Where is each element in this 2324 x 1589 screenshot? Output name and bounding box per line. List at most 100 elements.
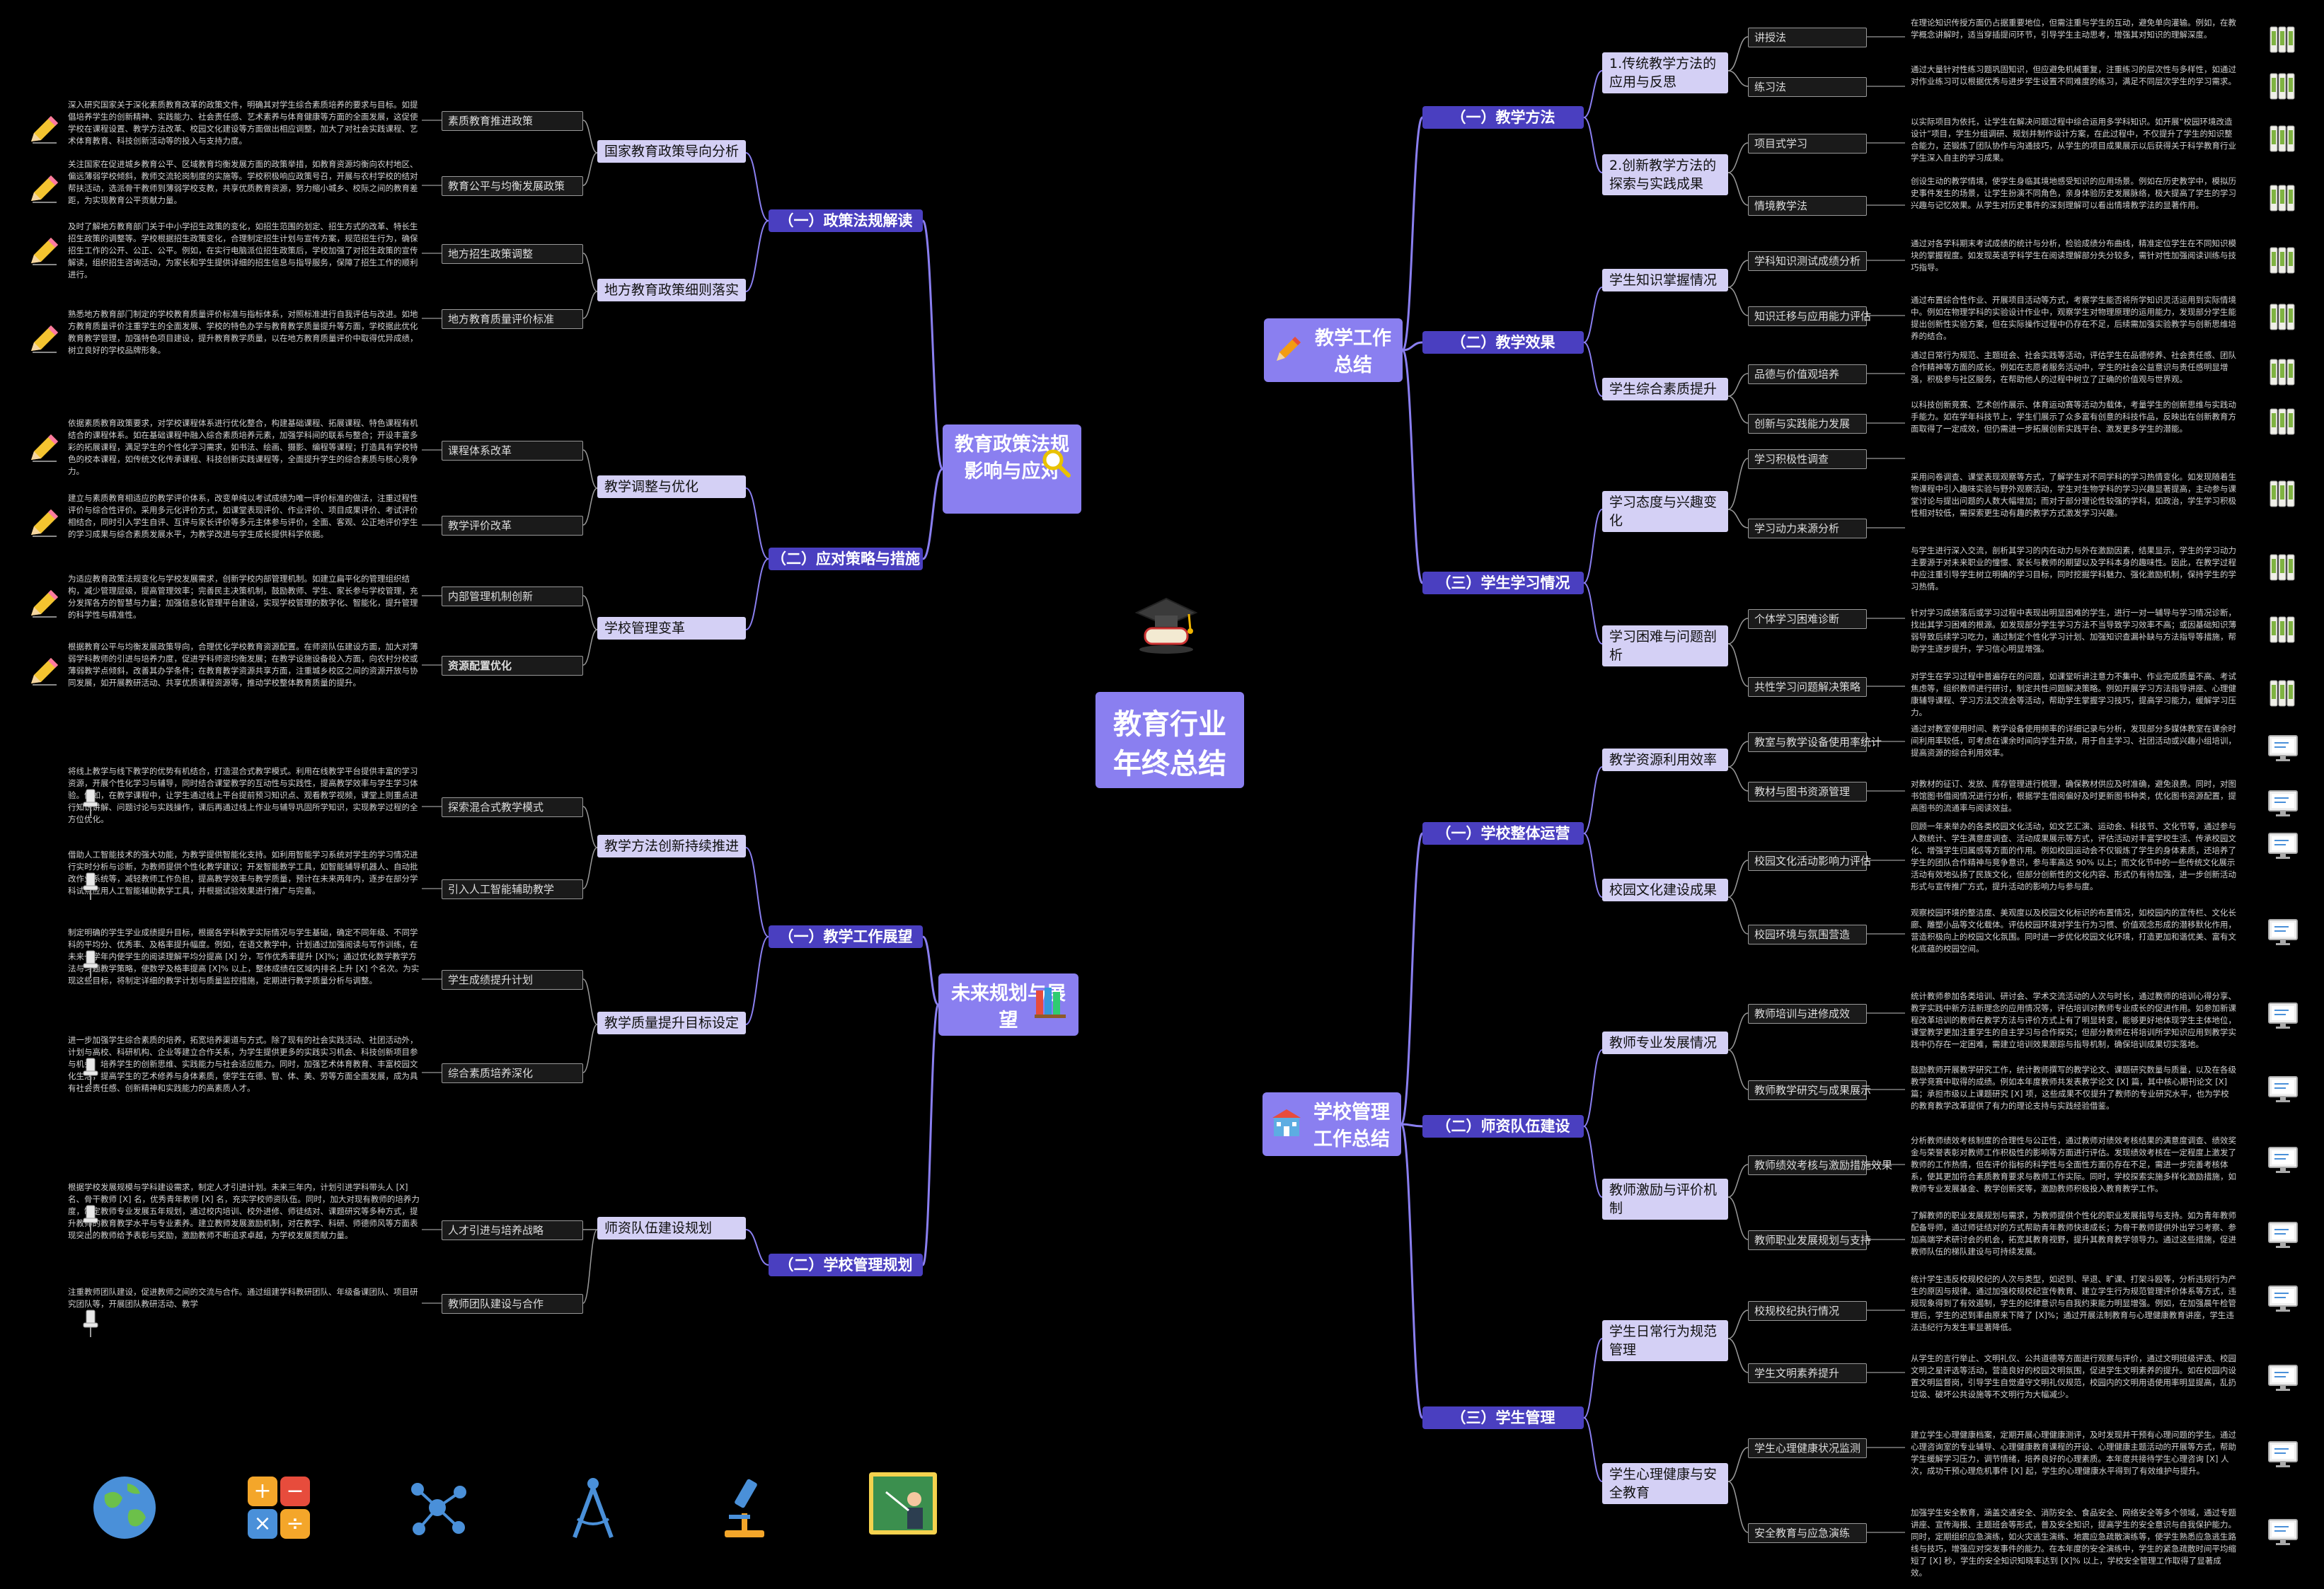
leaf-node[interactable]: 探索混合式教学模式 (442, 797, 583, 817)
group-node[interactable]: 1.传统教学方法的应用与反思 (1602, 52, 1728, 93)
molecule-icon (403, 1474, 471, 1544)
group-node[interactable]: 国家教育政策导向分析 (597, 140, 746, 163)
leaf-node[interactable]: 校园文化活动影响力评估 (1748, 851, 1871, 871)
group-node[interactable]: 教师激励与评价机制 (1602, 1179, 1728, 1220)
group-node[interactable]: 教学方法创新持续推进 (597, 835, 746, 857)
center-node[interactable]: 教育行业年终总结 (1095, 692, 1244, 788)
binder-icon (2267, 406, 2299, 440)
group-node[interactable]: 教学质量提升目标设定 (597, 1012, 746, 1034)
group-node[interactable]: 校园文化建设成果 (1602, 879, 1728, 901)
connector (582, 152, 598, 186)
leaf-node[interactable]: 学生成绩提升计划 (442, 970, 583, 990)
section-node[interactable]: （二）应对策略与措施 (769, 548, 923, 570)
connector (582, 595, 598, 630)
leaf-note: 鼓励教师开展教学研究工作，统计教师撰写的教学论文、课题研究数量与质量，以及在各级… (1911, 1065, 2236, 1111)
connector (582, 120, 598, 154)
group-node[interactable]: 教学资源利用效率 (1602, 749, 1728, 771)
leaf-node[interactable]: 情境教学法 (1748, 196, 1867, 216)
leaf-node[interactable]: 讲授法 (1748, 28, 1867, 47)
leaf-node[interactable]: 校园环境与氛围营造 (1748, 925, 1867, 944)
section-node[interactable]: （二）师资队伍建设 (1422, 1115, 1584, 1138)
leaf-node[interactable]: 学生文明素养提升 (1748, 1363, 1867, 1383)
computer-monitor-icon (2267, 790, 2299, 821)
computer-monitor-icon (2267, 832, 2299, 863)
leaf-node[interactable]: 教材与图书资源管理 (1748, 782, 1867, 802)
leaf-node[interactable]: 学生心理健康状况监测 (1748, 1438, 1867, 1458)
section-node[interactable]: （一）教学工作展望 (769, 925, 923, 948)
group-node[interactable]: 学习困难与问题剖析 (1602, 625, 1728, 666)
pushpin-icon (81, 948, 100, 982)
group-node[interactable]: 学习态度与兴趣变化 (1602, 491, 1728, 532)
leaf-node[interactable]: 品德与价值观培养 (1748, 364, 1867, 384)
section-node[interactable]: （三）学生学习情况 (1422, 572, 1584, 594)
group-node[interactable]: 学生心理健康与安全教育 (1602, 1463, 1728, 1504)
leaf-node[interactable]: 引入人工智能辅助教学 (442, 879, 583, 899)
binder-icon (2267, 478, 2299, 512)
leaf-node[interactable]: 地方教育质量评价标准 (442, 309, 583, 329)
school-building-icon (1270, 1106, 1304, 1143)
section-node[interactable]: （三）学生管理 (1422, 1406, 1584, 1429)
leaf-node[interactable]: 校规校纪执行情况 (1748, 1301, 1867, 1321)
leaf-note: 在理论知识传授方面仍占据重要地位，但需注重与学生的互动，避免单向灌输。例如，在教… (1911, 18, 2236, 40)
section-node[interactable]: （二）教学效果 (1422, 331, 1584, 354)
leaf-node[interactable]: 人才引进与培养战略 (442, 1220, 583, 1240)
connector (1727, 70, 1749, 87)
connector (1727, 1049, 1749, 1090)
leaf-node[interactable]: 教师团队建设与合作 (442, 1294, 583, 1314)
leaf-node[interactable]: 教师职业发展规划与支持 (1748, 1230, 1871, 1250)
leaf-note: 统计学生违反校规校纪的人次与类型，如迟到、早退、旷课、打架斗殴等，分析违规行为产… (1911, 1274, 2236, 1332)
leaf-node[interactable]: 练习法 (1748, 77, 1867, 97)
connector (1583, 766, 1603, 834)
leaf-node[interactable]: 教师绩效考核与激励措施效果 (1748, 1155, 1892, 1175)
leaf-note: 将线上教学与线下教学的优势有机结合，打造混合式教学模式。利用在线教学平台提供丰富… (68, 766, 418, 824)
leaf-node[interactable]: 安全教育与应急演练 (1748, 1523, 1867, 1543)
group-node[interactable]: 教师专业发展情况 (1602, 1032, 1728, 1054)
leaf-node[interactable]: 教室与教学设备使用率统计 (1748, 732, 1882, 752)
connector (745, 847, 769, 937)
group-node[interactable]: 地方教育政策细则落实 (597, 279, 746, 301)
leaf-node[interactable]: 素质教育推进政策 (442, 111, 583, 131)
leaf-node[interactable]: 共性学习问题解决策略 (1748, 677, 1867, 697)
leaf-node[interactable]: 项目式学习 (1748, 134, 1867, 154)
leaf-note: 借助人工智能技术的强大功能，为教学提供智能化支持。如利用智能学习系统对学生的学习… (68, 850, 418, 896)
leaf-node[interactable]: 综合素质培养深化 (442, 1063, 583, 1083)
globe-icon (91, 1474, 159, 1544)
leaf-node[interactable]: 教育公平与均衡发展政策 (442, 176, 583, 196)
main-node-policy[interactable]: 教育政策法规影响与应对 (943, 424, 1081, 514)
leaf-node[interactable]: 课程体系改革 (442, 441, 583, 461)
group-node[interactable]: 学校管理变革 (597, 617, 746, 640)
leaf-note: 加强学生安全教育，涵盖交通安全、消防安全、食品安全、网络安全等多个领域，通过专题… (1911, 1508, 2236, 1578)
leaf-node[interactable]: 学习动力来源分析 (1748, 519, 1867, 538)
microscope-icon (711, 1474, 778, 1544)
pencil-icon (28, 507, 62, 541)
group-node[interactable]: 学生综合素质提升 (1602, 378, 1728, 400)
leaf-node[interactable]: 学科知识测试成绩分析 (1748, 251, 1867, 271)
group-node[interactable]: 师资队伍建设规划 (597, 1217, 746, 1240)
group-node[interactable]: 学生知识掌握情况 (1602, 269, 1728, 291)
group-node[interactable]: 2.创新教学方法的探索与实践成果 (1602, 154, 1728, 195)
leaf-node[interactable]: 内部管理机制创新 (442, 587, 583, 606)
leaf-node[interactable]: 教学评价改革 (442, 516, 583, 536)
leaf-note: 依据素质教育政策要求，对学校课程体系进行优化整合，构建基础课程、拓展课程、特色课… (68, 418, 418, 476)
center-title: 教育行业年终总结 (1113, 708, 1226, 780)
section-node[interactable]: （一）教学方法 (1422, 106, 1584, 129)
group-node[interactable]: 学生日常行为规范管理 (1602, 1320, 1728, 1361)
leaf-note: 根据学校发展规模与学科建设需求，制定人才引进计划。未来三年内，计划引进学科带头人… (68, 1182, 420, 1240)
leaf-node[interactable]: 教师教学研究与成果展示 (1748, 1080, 1871, 1100)
leaf-node[interactable]: 地方招生政策调整 (442, 244, 583, 264)
leaf-node[interactable]: 学习积极性调查 (1748, 449, 1867, 469)
leaf-node[interactable]: 资源配置优化 (442, 656, 583, 676)
section-node[interactable]: （二）学校管理规划 (769, 1254, 923, 1276)
leaf-node[interactable]: 个体学习困难诊断 (1748, 609, 1867, 629)
connector (1583, 833, 1603, 898)
connector (1402, 341, 1423, 352)
leaf-node[interactable]: 教师培训与进修成效 (1748, 1004, 1867, 1024)
computer-monitor-icon (2267, 1440, 2299, 1472)
group-node[interactable]: 教学调整与优化 (597, 475, 746, 498)
section-node[interactable]: （一）政策法规解读 (769, 209, 923, 232)
section-node[interactable]: （一）学校整体运营 (1422, 822, 1584, 845)
leaf-node[interactable]: 创新与实践能力发展 (1748, 414, 1867, 434)
leaf-note: 创设生动的教学情境，使学生身临其境地感受知识的应用场景。例如在历史教学中，模拟历… (1911, 176, 2236, 210)
leaf-node[interactable]: 知识迁移与应用能力评估 (1748, 306, 1871, 326)
leaf-note: 通过大量针对性练习题巩固知识，但应避免机械重复，注重练习的层次性与多样性，如通过… (1911, 64, 2236, 86)
